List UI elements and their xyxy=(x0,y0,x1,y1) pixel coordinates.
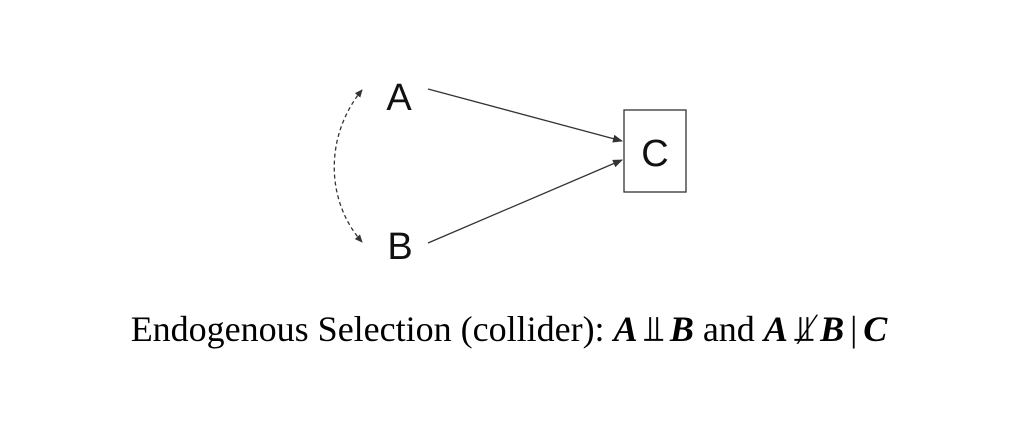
node-b-label: B xyxy=(387,226,412,268)
node-a-label: A xyxy=(386,77,412,119)
conditioning-bar: | xyxy=(850,309,858,349)
node-c: C xyxy=(623,109,687,193)
caption-var-a2: A xyxy=(763,309,788,349)
node-b: B xyxy=(387,226,412,268)
dependence-symbol: ⫫̸ xyxy=(793,309,815,349)
node-c-label: C xyxy=(641,133,668,175)
caption-var-b2: B xyxy=(820,309,845,349)
caption: Endogenous Selection (collider): A⫫B and… xyxy=(0,308,1018,351)
independence-symbol: ⫫ xyxy=(643,309,664,349)
node-a: A xyxy=(386,77,412,119)
caption-var-a1: A xyxy=(613,309,638,349)
node-c-box xyxy=(623,109,687,193)
caption-prefix: Endogenous Selection (collider): xyxy=(130,309,605,349)
caption-var-b1: B xyxy=(669,309,694,349)
collider-diagram: A B C xyxy=(333,77,687,268)
edge-a-to-c xyxy=(427,88,623,143)
edge-b-to-c xyxy=(427,159,623,244)
caption-conjunction: and xyxy=(702,309,755,349)
caption-var-c: C xyxy=(863,309,888,349)
edge-a-b-dashed xyxy=(333,89,363,243)
